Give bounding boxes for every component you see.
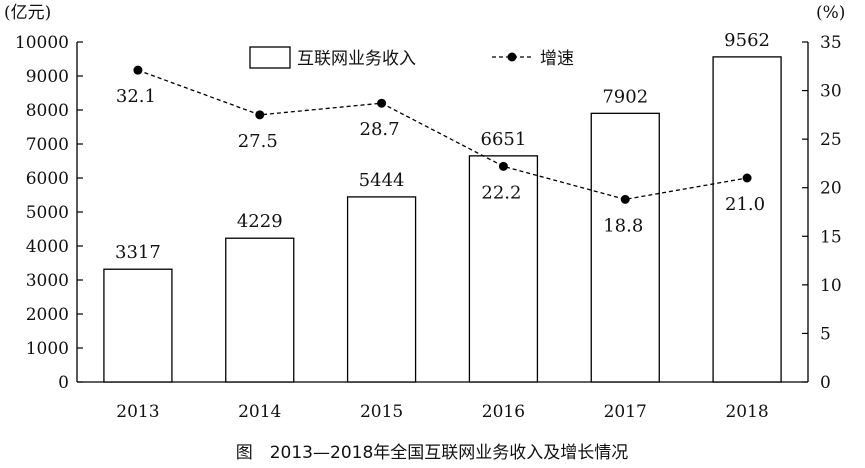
left-tick-label: 5000 [26,203,69,223]
growth-point-2013 [133,65,143,75]
growth-value-label: 28.7 [360,119,400,140]
right-tick-label: 0 [820,373,831,393]
x-axis-ticks: 2013 2014 2015 2016 2017 2018 [116,402,768,422]
bar-value-label: 9562 [724,30,770,51]
growth-value-label: 21.0 [725,194,765,215]
left-tick-label: 10000 [15,33,69,53]
bar-value-labels: 3317 4229 5444 6651 7902 9562 [115,30,770,263]
left-tick-label: 3000 [26,271,69,291]
right-tick-label: 5 [820,324,831,344]
growth-point-2017 [620,194,630,204]
bar-value-label: 7902 [602,86,648,107]
bar-2013 [103,268,173,383]
x-tick-label: 2018 [725,402,768,422]
growth-point-2014 [255,110,265,120]
left-axis-ticks: 0 1000 2000 3000 4000 5000 6000 7000 8000 9000 100… [15,33,83,393]
growth-value-label: 22.2 [481,182,521,203]
right-tick-label: 15 [820,227,842,247]
legend-line-label: 增速 [540,49,574,69]
legend-bar-label: 互联网业务收入 [297,49,416,69]
axes [76,42,809,383]
bar-2016 [468,155,539,383]
x-tick-label: 2017 [604,402,647,422]
growth-line-layer [133,65,752,204]
growth-line [137,69,748,201]
bar-2015 [346,196,417,383]
left-tick-label: 2000 [26,305,69,325]
left-tick-label: 0 [58,373,69,393]
right-axis-ticks: 0 5 10 15 20 25 30 35 [802,33,842,393]
left-tick-label: 6000 [26,169,69,189]
x-tick-label: 2015 [360,402,403,422]
growth-value-label: 32.1 [116,86,156,107]
right-tick-label: 35 [820,33,842,53]
right-tick-label: 30 [820,82,842,102]
left-tick-label: 7000 [26,135,69,155]
right-tick-label: 20 [820,179,842,199]
x-tick-label: 2014 [238,402,281,422]
growth-point-2018 [742,173,752,183]
x-tick-label: 2016 [482,402,525,422]
bar-value-label: 5444 [359,170,405,191]
bars [103,56,782,383]
left-tick-label: 1000 [26,339,69,359]
legend-bar-swatch [249,46,291,69]
bar-value-label: 4229 [237,211,283,232]
growth-value-labels: 32.1 27.5 28.7 22.2 18.8 21.0 [116,86,765,236]
bar-value-label: 6651 [481,129,527,150]
x-tick-label: 2013 [116,402,159,422]
left-tick-label: 9000 [26,67,69,87]
growth-point-2015 [377,98,387,108]
right-axis-unit: (%) [816,3,845,23]
left-tick-label: 4000 [26,237,69,257]
growth-point-2016 [498,161,508,171]
bar-value-label: 3317 [115,242,161,263]
legend-line-marker [507,52,517,62]
growth-value-label: 27.5 [238,131,278,152]
bar-2018 [712,56,782,383]
bar-2017 [590,112,660,383]
right-tick-label: 10 [820,276,842,296]
left-axis-unit: (亿元) [4,3,51,23]
left-tick-label: 8000 [26,101,69,121]
chart-caption: 图 2013—2018年全国互联网业务收入及增长情况 [236,443,629,463]
bar-2014 [225,237,295,383]
legend: 互联网业务收入 增速 [249,46,574,69]
right-tick-label: 25 [820,130,842,150]
growth-value-label: 18.8 [603,215,643,236]
